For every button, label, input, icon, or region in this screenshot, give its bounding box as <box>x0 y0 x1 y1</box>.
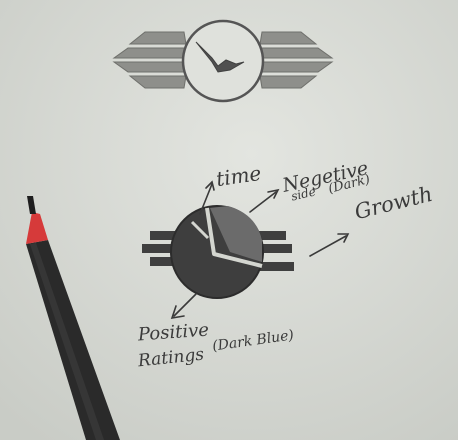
arrow-growth <box>309 235 347 257</box>
top-logo-sketch <box>112 19 334 103</box>
arrow-growth-head <box>337 233 350 243</box>
bottom-logo-left-bars <box>142 231 182 266</box>
bottom-logo-sketch <box>142 205 294 299</box>
annotation-arrows <box>170 180 350 320</box>
bottom-logo-light-wedge <box>210 206 262 262</box>
arrow-negative <box>249 191 277 213</box>
arrow-time <box>199 183 213 215</box>
annotation-positive-line1: Positive <box>137 319 210 346</box>
arrow-time-head <box>205 180 215 191</box>
arrow-positive <box>173 293 197 317</box>
bottom-logo-hand-gap <box>205 207 263 268</box>
arrow-positive-head <box>170 305 185 320</box>
pencil-tip <box>26 212 48 244</box>
arrow-negative-head <box>267 188 280 199</box>
pencil-highlight <box>30 243 104 440</box>
bottom-logo-right-bars <box>258 231 294 271</box>
pencil-lead <box>27 196 36 214</box>
top-logo-circle <box>181 19 265 103</box>
top-logo-right-wing <box>259 31 334 89</box>
bottom-logo-inner-slit <box>190 220 210 240</box>
annotation-time: time <box>214 160 263 192</box>
top-logo-hands <box>195 41 245 73</box>
pencil <box>26 196 120 440</box>
